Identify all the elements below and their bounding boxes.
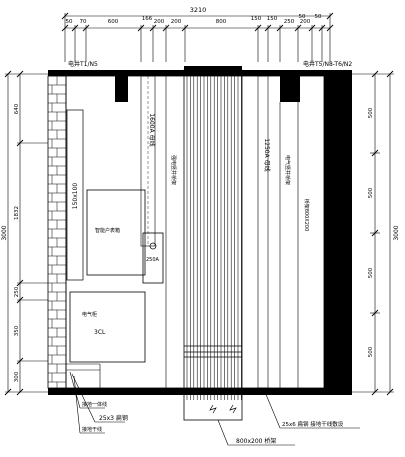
right-seg-1: 500 xyxy=(368,107,374,118)
top-dimensions xyxy=(64,13,331,62)
right-dimensions xyxy=(352,73,394,393)
flat-steel-right-label: 25x6 扁钢 接地干线敷设 xyxy=(282,420,344,428)
top-seg-8: 150 xyxy=(251,16,262,22)
vertical-cable-tray-2: 电气竖井桥架 xyxy=(279,102,291,388)
top-mid-post xyxy=(184,66,242,70)
top-seg-10: 250 xyxy=(284,19,295,25)
ground-bars xyxy=(66,363,101,388)
switch-250a xyxy=(142,232,164,284)
top-seg-11: 200 xyxy=(300,19,311,25)
top-seg-1: 50 xyxy=(66,19,73,25)
left-seg-3: 250 xyxy=(14,286,20,297)
leader-lines xyxy=(69,371,360,446)
tray-size-bottom-label: 800x200 桥架 xyxy=(236,437,276,445)
trunking-label: 150x100 xyxy=(72,183,79,210)
left-dimensions xyxy=(5,73,48,393)
top-seg-13: 50 xyxy=(315,14,322,20)
vertical-cable-tray-1: 强电竖井桥架 xyxy=(165,76,177,388)
room-left-label: 电井T1/N5 xyxy=(68,60,98,68)
distribution-cabinet-label: 电气柜 xyxy=(82,311,97,318)
right-overall-label: 3000 xyxy=(393,225,400,240)
ground-label-1: 接地一体线 xyxy=(82,401,107,408)
left-dimension-ticks xyxy=(4,70,24,396)
right-seg-4: 500 xyxy=(368,346,374,357)
cable-tray-label-1: 强电竖井桥架 xyxy=(170,155,177,185)
top-seg-2: 70 xyxy=(80,19,87,25)
room-right-label: 电井T5/N8-T6/N2 xyxy=(303,60,352,68)
meter-cabinet-upper-label: 智能户表箱 xyxy=(95,227,120,234)
brick-courses xyxy=(48,75,66,388)
overall-width-label: 3210 xyxy=(190,6,207,14)
busway-1250a-label: 1250A 母线 xyxy=(263,138,271,171)
top-left-post xyxy=(115,76,128,102)
busway-1600a-label: 1600A 母线 xyxy=(148,113,156,146)
right-seg-2: 500 xyxy=(368,187,374,198)
left-segment-labels: 640 1832 250 350 300 xyxy=(14,103,20,382)
long-busbar-label: 桥架800X200 xyxy=(303,199,310,232)
shaft-room-outline xyxy=(65,75,325,389)
tray-break-icon xyxy=(209,404,237,414)
busway-1250a: 1250A 母线 xyxy=(257,75,271,389)
long-busbar: 桥架800X200 xyxy=(297,102,310,388)
switch-250a-label: 250A xyxy=(146,257,160,263)
top-seg-7: 800 xyxy=(216,19,227,25)
distribution-cabinet xyxy=(69,291,146,363)
busway-1600a: 1600A 母线 xyxy=(140,75,156,247)
brick-wall xyxy=(47,75,67,389)
left-overall-label: 3000 xyxy=(1,225,8,240)
right-segment-labels: 500 500 500 500 xyxy=(368,107,374,357)
top-seg-12: 50 xyxy=(299,14,306,20)
cable-bundle-lines xyxy=(186,70,242,400)
flat-steel-left-label: 25x3 扁钢 xyxy=(99,414,128,422)
left-seg-1: 640 xyxy=(14,103,20,114)
cable-bundle-bands xyxy=(184,345,242,358)
top-seg-6: 200 xyxy=(171,19,182,25)
left-seg-2: 1832 xyxy=(14,206,20,220)
distribution-cabinet-code: 3CL xyxy=(94,329,106,336)
ground-label-2: 接地干线 xyxy=(82,426,102,433)
walls xyxy=(48,66,352,395)
top-seg-9: 150 xyxy=(267,16,278,22)
right-wall xyxy=(324,76,352,388)
top-seg-5: 200 xyxy=(154,19,165,25)
trunking-150x100: 150x100 xyxy=(66,109,84,281)
right-seg-3: 500 xyxy=(368,267,374,278)
top-seg-3: 600 xyxy=(108,19,119,25)
top-segment-labels: 50 70 600 166 200 200 800 150 150 250 20… xyxy=(66,14,322,25)
top-wall xyxy=(48,70,352,76)
cable-bundle-800x200 xyxy=(183,69,243,421)
left-seg-4: 350 xyxy=(14,325,20,336)
top-seg-4: 166 xyxy=(142,16,153,22)
cable-tray-label-2: 电气竖井桥架 xyxy=(284,155,291,185)
right-dimension-ticks xyxy=(371,70,394,396)
bottom-wall xyxy=(48,388,352,395)
top-right-post xyxy=(280,76,300,102)
top-dimension-ticks xyxy=(61,12,334,32)
left-seg-5: 300 xyxy=(14,371,20,382)
meter-cabinet-upper xyxy=(86,189,146,276)
